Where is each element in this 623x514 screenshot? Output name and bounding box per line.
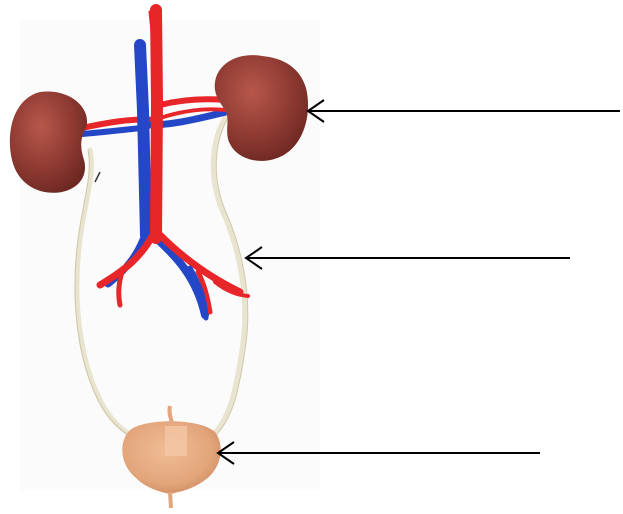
left-kidney bbox=[10, 92, 87, 193]
urethra bbox=[170, 492, 171, 508]
arrow-kidney bbox=[308, 100, 620, 122]
vena-cava-trunk bbox=[140, 45, 146, 235]
bladder-label-mask bbox=[165, 426, 187, 456]
aorta-trunk bbox=[156, 10, 157, 238]
